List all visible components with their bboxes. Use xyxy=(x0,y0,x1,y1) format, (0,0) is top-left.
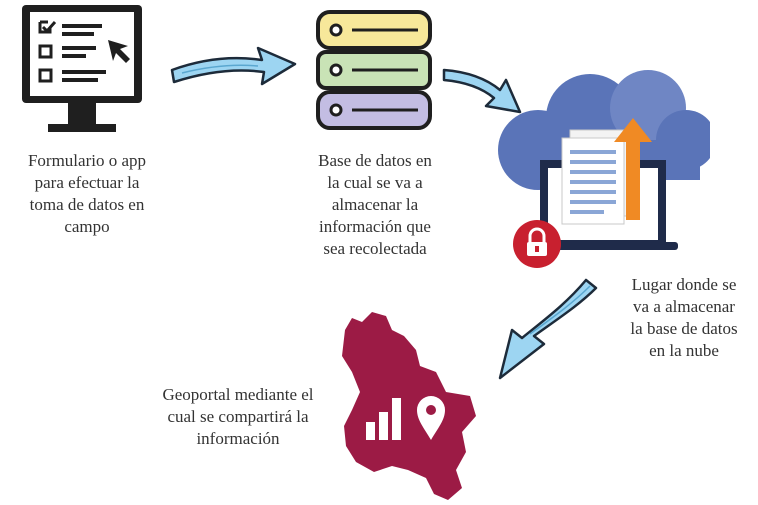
cloud-caption-line: va a almacenar xyxy=(633,297,735,316)
form-caption-line: para efectuar la xyxy=(34,173,140,192)
geoportal-caption: Geoportal mediante el cual se compartirá… xyxy=(150,384,326,450)
form-caption: Formulario o app para efectuar la toma d… xyxy=(4,150,170,238)
geoportal-caption-line: información xyxy=(196,429,280,448)
arrow-cloud-to-geoportal xyxy=(498,278,598,380)
database-caption-line: información que xyxy=(319,217,431,236)
cloud-caption: Lugar donde se va a almacenar la base de… xyxy=(614,274,754,362)
form-caption-line: Formulario o app xyxy=(27,151,147,170)
form-monitor-icon xyxy=(22,5,142,132)
form-caption-line: campo xyxy=(64,217,110,236)
cloud-caption-line: Lugar donde se xyxy=(631,275,737,294)
cloud-upload-icon xyxy=(498,70,710,268)
colombia-map-icon xyxy=(342,312,476,500)
database-caption: Base de datos en la cual se va a almacen… xyxy=(290,150,460,260)
database-caption-line: almacenar la xyxy=(331,195,419,214)
geoportal-caption-line: Geoportal mediante el xyxy=(162,385,314,404)
cloud-caption-line: la base de datos xyxy=(630,319,738,338)
database-icon xyxy=(316,10,432,130)
arrow-form-to-database xyxy=(170,46,297,86)
cloud-caption-line: en la nube xyxy=(649,341,719,360)
database-caption-line: sea recolectada xyxy=(323,239,427,258)
geoportal-caption-line: cual se compartirá la xyxy=(167,407,309,426)
database-caption-line: Base de datos en xyxy=(318,151,432,170)
database-caption-line: la cual se va a xyxy=(327,173,423,192)
form-caption-line: toma de datos en xyxy=(29,195,145,214)
arrow-database-to-cloud xyxy=(442,68,522,114)
